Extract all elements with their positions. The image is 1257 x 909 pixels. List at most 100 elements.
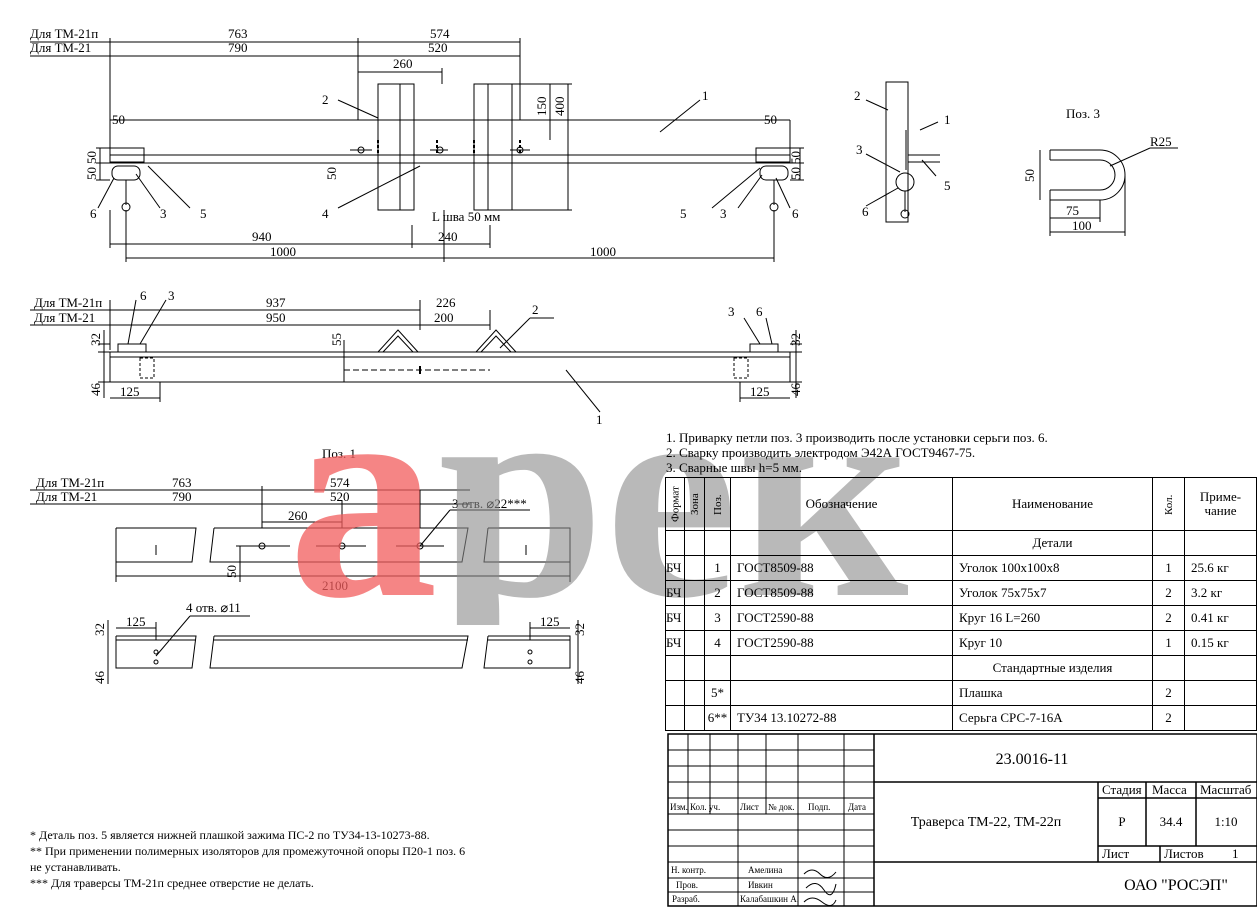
label-tm21-mid: Для ТМ-21 xyxy=(34,310,95,325)
front-dim-125-right: 125 xyxy=(750,384,770,399)
pos1-dim-46-right: 46 xyxy=(572,671,587,685)
row-qty: 2 xyxy=(1152,580,1185,606)
front-pos-6-right: 6 xyxy=(756,304,763,319)
pos1-dim-790: 790 xyxy=(172,489,192,504)
row-designation: ГОСТ8509-88 xyxy=(730,555,953,581)
spec-header-row: Формат Зона Поз. Обозначение Наименовани… xyxy=(665,477,1257,531)
pos-3-left: 3 xyxy=(160,206,167,221)
pos1-dim-574: 574 xyxy=(330,475,350,490)
label-tm21p-mid: Для ТМ-21п xyxy=(34,295,102,310)
row-pos: 6** xyxy=(704,705,731,731)
drawing-labels: Для ТМ-21п Для ТМ-21 763 574 790 520 260… xyxy=(30,26,1172,684)
row-note: 0.41 кг xyxy=(1184,605,1257,631)
table-row: 6** ТУ34 13.10272-88 Серьга СРС-7-16А 2 xyxy=(665,705,1257,731)
dim-50-left: 50 xyxy=(112,112,125,127)
front-pos-3-right: 3 xyxy=(728,304,735,319)
note-1: 1. Приварку петли поз. 3 производить пос… xyxy=(666,430,1048,445)
dim-50-right-b: 50 xyxy=(788,167,803,180)
footnote-1: * Деталь поз. 5 является нижней плашкой … xyxy=(30,828,430,842)
row-designation: ТУ34 13.10272-88 xyxy=(730,705,953,731)
pos-2-top: 2 xyxy=(322,92,329,107)
weld-note: L шва 50 мм xyxy=(432,209,500,224)
dim-400: 400 xyxy=(552,97,567,117)
pos3-title: Поз. 3 xyxy=(1066,106,1100,121)
watermark-letter-a: а xyxy=(288,355,438,625)
row-note: 25.6 кг xyxy=(1184,555,1257,581)
dim-150: 150 xyxy=(534,97,549,117)
pos1-dim-50: 50 xyxy=(224,565,239,578)
pos1-dim-125-right: 125 xyxy=(540,614,560,629)
pos1-dim-520: 520 xyxy=(330,489,350,504)
front-dim-125-left: 125 xyxy=(120,384,140,399)
label-tm21-pos1: Для ТМ-21 xyxy=(36,489,97,504)
pos-3-right: 3 xyxy=(720,206,727,221)
front-dim-55: 55 xyxy=(329,333,344,346)
row-designation xyxy=(730,680,953,706)
front-pos-1: 1 xyxy=(596,412,603,427)
pos1-holes-4: 4 отв. ⌀11 xyxy=(186,600,241,615)
table-row: БЧ 2 ГОСТ8509-88 Уголок 75х75х7 2 3.2 кг xyxy=(665,580,1257,606)
dim-937: 937 xyxy=(266,295,286,310)
row-note: 0.15 кг xyxy=(1184,630,1257,656)
table-row: БЧ 4 ГОСТ2590-88 Круг 10 1 0.15 кг xyxy=(665,630,1257,656)
table-row: 5* Плашка 2 xyxy=(665,680,1257,706)
footnote-3: *** Для траверсы ТМ-21п среднее отверсти… xyxy=(30,876,314,890)
spec-section-standard: Стандартные изделия xyxy=(952,655,1153,681)
pos3-dim-100: 100 xyxy=(1072,218,1092,233)
dim-574: 574 xyxy=(430,26,450,41)
label-tm21p-top: Для ТМ-21п xyxy=(30,26,98,41)
dim-50-right-a: 50 xyxy=(788,151,803,164)
front-pos-3-left: 3 xyxy=(168,288,175,303)
side-pos-3: 3 xyxy=(856,142,863,157)
label-tm21p-pos1: Для ТМ-21п xyxy=(36,475,104,490)
side-pos-6: 6 xyxy=(862,204,869,219)
dim-520: 520 xyxy=(428,40,448,55)
row-format: БЧ xyxy=(665,580,685,606)
row-format: БЧ xyxy=(665,630,685,656)
pos1-dim-763: 763 xyxy=(172,475,192,490)
spec-section-details: Детали xyxy=(952,530,1153,556)
spec-header-designation: Обозначение xyxy=(730,477,953,531)
dim-940: 940 xyxy=(252,229,272,244)
row-designation: ГОСТ2590-88 xyxy=(730,605,953,631)
pos3-radius: R25 xyxy=(1150,134,1172,149)
dim-790: 790 xyxy=(228,40,248,55)
note-3: 3. Сварные швы h=5 мм. xyxy=(666,460,803,475)
label-tm21-top: Для ТМ-21 xyxy=(30,40,91,55)
specification-table: Формат Зона Поз. Обозначение Наименовани… xyxy=(665,477,1257,731)
front-pos-6-left: 6 xyxy=(140,288,147,303)
pos3-dim-50: 50 xyxy=(1022,169,1037,182)
spec-section-details-row: Детали xyxy=(665,530,1257,556)
row-qty: 2 xyxy=(1152,605,1185,631)
row-format: БЧ xyxy=(665,605,685,631)
pos-5-right: 5 xyxy=(680,206,687,221)
dim-260: 260 xyxy=(393,56,413,71)
row-note: 3.2 кг xyxy=(1184,580,1257,606)
dim-50-right: 50 xyxy=(764,112,777,127)
spec-header-name: Наименование xyxy=(952,477,1153,531)
pos-6-left: 6 xyxy=(90,206,97,221)
side-pos-2: 2 xyxy=(854,88,861,103)
dim-1000-left: 1000 xyxy=(270,244,296,259)
dim-1000-right: 1000 xyxy=(590,244,616,259)
row-format: БЧ xyxy=(665,555,685,581)
dim-50-left-a: 50 xyxy=(84,151,99,164)
front-dim-46-right: 46 xyxy=(788,383,803,397)
dim-226: 226 xyxy=(436,295,456,310)
dim-950: 950 xyxy=(266,310,286,325)
row-pos: 2 xyxy=(704,580,731,606)
front-dim-46-left: 46 xyxy=(88,383,103,397)
row-pos: 5* xyxy=(704,680,731,706)
row-pos: 4 xyxy=(704,630,731,656)
dim-763: 763 xyxy=(228,26,248,41)
pos1-dim-32-right: 32 xyxy=(572,623,587,636)
pos-1-top: 1 xyxy=(702,88,709,103)
row-pos: 1 xyxy=(704,555,731,581)
footnote-2: ** При применении полимерных изоляторов … xyxy=(30,844,466,858)
pos-5-left: 5 xyxy=(200,206,207,221)
row-designation: ГОСТ8509-88 xyxy=(730,580,953,606)
pos-6-right: 6 xyxy=(792,206,799,221)
row-qty: 2 xyxy=(1152,705,1185,731)
footnote-2b: не устанавливать. xyxy=(30,860,121,874)
row-name: Уголок 100х100х8 xyxy=(952,555,1153,581)
